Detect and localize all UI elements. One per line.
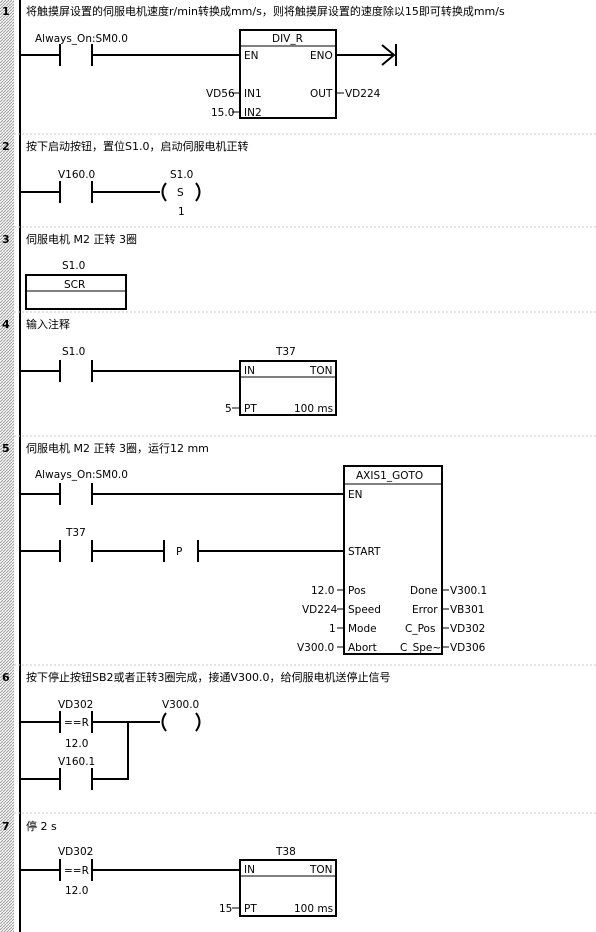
done-value[interactable]: V300.1 [450, 585, 487, 597]
network-number: 6 [2, 671, 10, 684]
error-pin: Error [412, 604, 438, 616]
timer-name: T38 [275, 846, 296, 858]
compare-address: VD302 [58, 846, 93, 858]
in2-pin: IN2 [244, 107, 262, 119]
coil-type: S [177, 187, 184, 199]
network-number: 4 [2, 318, 10, 331]
network-2[interactable]: 2 按下启动按钮，置位S1.0，启动伺服电机正转 V160.0 S1.0 S 1 [2, 139, 248, 218]
pt-value[interactable]: 5 [225, 403, 232, 415]
contact-address: V160.1 [58, 756, 95, 768]
pulse-label: P [176, 546, 182, 558]
network-3[interactable]: 3 伺服电机 M2 正转 3圈 S1.0 SCR [2, 232, 137, 310]
network-number: 1 [2, 5, 10, 18]
network-number: 3 [2, 233, 10, 246]
network-comment[interactable]: 按下启动按钮，置位S1.0，启动伺服电机正转 [26, 139, 248, 153]
mode-value[interactable]: 1 [329, 623, 336, 635]
contact-address: S1.0 [62, 346, 85, 358]
network-comment[interactable]: 伺服电机 M2 正转 3圈，运行12 mm [26, 441, 209, 455]
block-title: DIV_R [272, 33, 303, 45]
no-contact[interactable] [59, 360, 93, 382]
compare-address: VD302 [58, 699, 93, 711]
pos-value[interactable]: 12.0 [311, 585, 334, 597]
no-contact[interactable] [59, 768, 93, 790]
compare-op: ==R [64, 865, 89, 877]
pt-pin: PT [244, 403, 257, 415]
no-contact[interactable] [59, 540, 93, 562]
speed-pin: Speed [348, 604, 381, 616]
en-pin: EN [244, 50, 259, 62]
network-comment[interactable]: 按下停止按钮SB2或者正转3圈完成，接通V300.0，给伺服电机送停止信号 [26, 670, 391, 684]
network-7[interactable]: 7 停 2 s VD302 ==R 12.0 T38 IN TON PT 100… [2, 819, 337, 917]
ton-timer-block[interactable]: IN TON PT 100 ms [239, 360, 337, 416]
compare-contact[interactable]: ==R [59, 711, 93, 733]
network-comment[interactable]: 停 2 s [26, 819, 57, 833]
scr-label: SCR [64, 279, 85, 291]
network-4[interactable]: 4 输入注释 S1.0 T37 IN TON PT 100 ms 5 [2, 317, 337, 416]
scr-address: S1.0 [62, 260, 85, 272]
cpos-value[interactable]: VD302 [450, 623, 485, 635]
output-coil[interactable]: V300.0 [161, 699, 201, 732]
network-number: 5 [2, 442, 10, 455]
contact-address: Always_On:SM0.0 [35, 469, 128, 481]
en-pin: EN [348, 489, 363, 501]
no-contact[interactable] [59, 181, 93, 203]
in-pin: IN [244, 365, 255, 377]
timer-type: TON [309, 365, 333, 377]
contact-address: T37 [65, 527, 86, 539]
contact-address: V160.0 [58, 169, 95, 181]
network-comment[interactable]: 将触摸屏设置的伺服电机速度r/min转换成mm/s，则将触摸屏设置的速度除以15… [26, 4, 505, 18]
network-1[interactable]: 1 将触摸屏设置的伺服电机速度r/min转换成mm/s，则将触摸屏设置的速度除以… [2, 4, 505, 119]
pt-value[interactable]: 15 [219, 903, 232, 915]
no-contact[interactable] [59, 483, 93, 505]
network-comment[interactable]: 伺服电机 M2 正转 3圈 [26, 232, 137, 246]
set-coil[interactable]: S1.0 S 1 [161, 169, 201, 218]
network-comment[interactable]: 输入注释 [26, 317, 70, 331]
time-base: 100 ms [294, 903, 333, 915]
in1-value[interactable]: VD56 [206, 88, 235, 100]
output-arrow-icon [381, 44, 396, 66]
coil-address: V300.0 [162, 699, 199, 711]
pos-pin: Pos [348, 585, 366, 597]
eno-pin: ENO [310, 50, 333, 62]
cpos-pin: C_Pos [405, 623, 435, 635]
compare-value: 12.0 [65, 738, 88, 750]
network-number: 2 [2, 140, 10, 153]
in2-value[interactable]: 15.0 [211, 107, 234, 119]
coil-address: S1.0 [170, 169, 193, 181]
no-contact[interactable] [59, 44, 93, 66]
network-gutter [0, 0, 14, 932]
compare-op: ==R [64, 717, 89, 729]
pt-pin: PT [244, 903, 257, 915]
scr-box[interactable]: SCR [25, 274, 127, 310]
timer-type: TON [309, 864, 333, 876]
time-base: 100 ms [294, 403, 333, 415]
abort-value[interactable]: V300.0 [297, 642, 334, 654]
speed-value[interactable]: VD224 [302, 604, 338, 616]
coil-count: 1 [178, 206, 185, 218]
timer-name: T37 [275, 346, 296, 358]
network-6[interactable]: 6 按下停止按钮SB2或者正转3圈完成，接通V300.0，给伺服电机送停止信号 … [2, 670, 391, 790]
error-value[interactable]: VB301 [450, 604, 484, 616]
div-r-block[interactable]: DIV_R EN ENO IN1 OUT IN2 [239, 29, 337, 119]
start-pin: START [348, 546, 381, 558]
positive-edge-contact[interactable]: P [163, 540, 199, 562]
in-pin: IN [244, 864, 255, 876]
compare-value: 12.0 [65, 885, 88, 897]
ton-timer-block[interactable]: IN TON PT 100 ms [239, 859, 337, 917]
compare-contact[interactable]: ==R [59, 859, 93, 881]
axis-goto-block[interactable]: AXIS1_GOTO EN START Pos Speed Mode Abort… [343, 465, 443, 655]
block-title: AXIS1_GOTO [356, 470, 423, 482]
out-pin: OUT [310, 88, 333, 100]
done-pin: Done [410, 585, 438, 597]
in1-pin: IN1 [244, 88, 262, 100]
contact-address: Always_On:SM0.0 [35, 33, 128, 45]
cspd-value[interactable]: VD306 [450, 642, 486, 654]
abort-pin: Abort [348, 642, 377, 654]
mode-pin: Mode [348, 623, 377, 635]
network-number: 7 [2, 820, 10, 833]
network-5[interactable]: 5 伺服电机 M2 正转 3圈，运行12 mm Always_On:SM0.0 … [2, 441, 487, 655]
out-value[interactable]: VD224 [345, 88, 381, 100]
cspd-pin: C_Spe~ [400, 642, 441, 654]
